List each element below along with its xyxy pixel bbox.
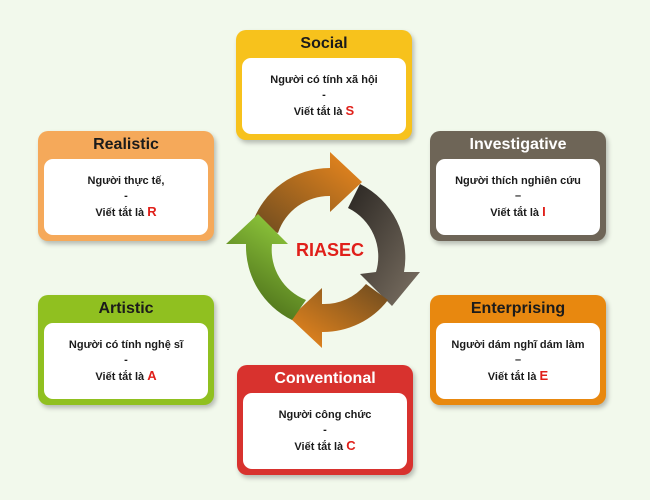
card-description: Người thích nghiên cứu (455, 174, 581, 187)
card-body: Người thích nghiên cứu – Viết tắt là I (436, 159, 600, 235)
abbr-prefix: Viết tắt là (294, 440, 344, 453)
card-abbreviation-line: Viết tắt là S (294, 103, 354, 120)
card-title: Realistic (93, 136, 159, 153)
card-separator: – (514, 353, 522, 366)
card-body: Người công chức - Viết tắt là C (243, 393, 407, 469)
card-abbreviation-line: Viết tắt là R (95, 204, 156, 221)
card-description: Người có tính xã hội (270, 73, 378, 86)
arrow-left (226, 214, 306, 320)
riasec-center-label: RIASEC (295, 240, 364, 260)
card-separator: – (514, 189, 522, 202)
card-body: Người thực tế, - Viết tắt là R (44, 159, 208, 235)
card-description: Người công chức (278, 408, 372, 421)
card-realistic: Realistic Người thực tế, - Viết tắt là R (38, 131, 214, 241)
abbr-prefix: Viết tắt là (293, 105, 343, 118)
card-title: Social (300, 35, 348, 52)
abbr-prefix: Viết tắt là (490, 206, 540, 219)
abbr-prefix: Viết tắt là (487, 370, 537, 383)
arrow-bottom (290, 284, 388, 348)
riasec-cycle-arrows (226, 152, 420, 348)
abbr-prefix: Viết tắt là (95, 370, 145, 383)
card-title: Investigative (469, 136, 567, 153)
card-description: Người có tính nghệ sĩ (68, 338, 184, 351)
card-investigative: Investigative Người thích nghiên cứu – V… (430, 131, 606, 241)
card-separator: - (323, 423, 327, 436)
card-abbreviation-line: Viết tắt là A (95, 368, 156, 385)
card-description: Người dám nghĩ dám làm (451, 338, 585, 351)
card-title: Artistic (98, 300, 154, 317)
card-title: Conventional (274, 370, 376, 387)
card-separator: - (322, 88, 326, 101)
card-title: Enterprising (470, 300, 566, 317)
abbr-letter: I (542, 203, 546, 219)
arrow-top (252, 152, 362, 233)
card-abbreviation-line: Viết tắt là I (490, 204, 545, 221)
card-abbreviation-line: Viết tắt là C (294, 438, 355, 455)
card-separator: - (124, 189, 128, 202)
abbr-prefix: Viết tắt là (95, 206, 145, 219)
abbr-letter: R (147, 203, 157, 219)
card-social: Social Người có tính xã hội - Viết tắt l… (236, 30, 412, 140)
card-conventional: Conventional Người công chức - Viết tắt … (237, 365, 413, 475)
card-body: Người có tính xã hội - Viết tắt là S (242, 58, 406, 134)
abbr-letter: E (539, 367, 549, 383)
card-abbreviation-line: Viết tắt là E (488, 368, 548, 385)
card-enterprising: Enterprising Người dám nghĩ dám làm – Vi… (430, 295, 606, 405)
arrow-right (348, 184, 420, 306)
card-artistic: Artistic Người có tính nghệ sĩ - Viết tắ… (38, 295, 214, 405)
abbr-letter: A (147, 367, 157, 383)
abbr-letter: C (346, 437, 356, 453)
card-body: Người dám nghĩ dám làm – Viết tắt là E (436, 323, 600, 399)
card-body: Người có tính nghệ sĩ - Viết tắt là A (44, 323, 208, 399)
card-separator: - (124, 353, 128, 366)
abbr-letter: S (345, 102, 355, 118)
card-description: Người thực tế, (87, 174, 165, 187)
